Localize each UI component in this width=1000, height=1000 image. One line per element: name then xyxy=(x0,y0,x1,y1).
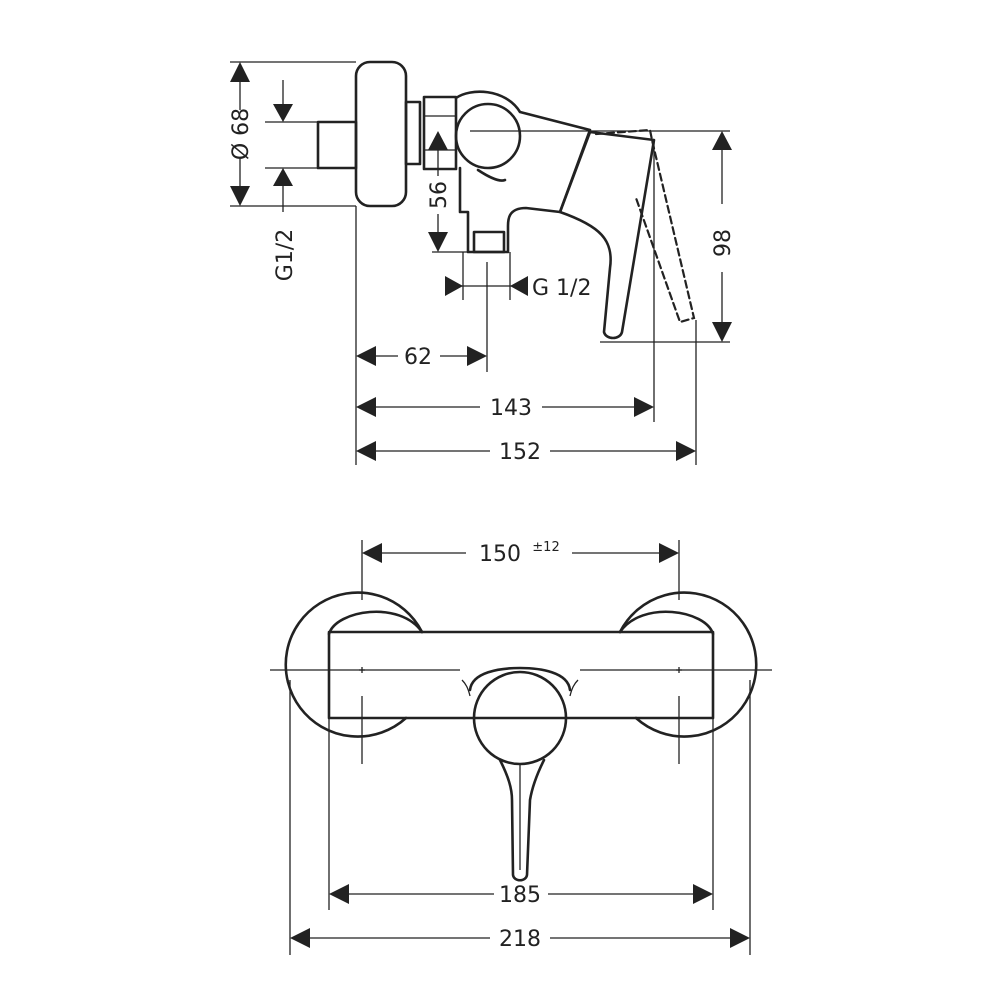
inlet-thread-label: G1/2 xyxy=(273,229,298,281)
centers-150-label: 150 xyxy=(479,542,521,567)
front-view: 150 ±12 185 218 xyxy=(270,540,772,955)
tolerance-label: ±12 xyxy=(532,540,559,555)
width-185-label: 185 xyxy=(499,883,541,908)
inlet-stub xyxy=(316,120,358,170)
height-98-label: 98 xyxy=(711,229,736,257)
lever-alt-position xyxy=(594,128,696,324)
length-62-label: 62 xyxy=(404,345,432,370)
wall-rosette xyxy=(354,60,408,208)
length-143-label: 143 xyxy=(490,396,532,421)
mixer-body xyxy=(454,90,592,254)
right-rosette xyxy=(618,591,758,738)
hex-nut xyxy=(422,95,458,171)
outlet-nut xyxy=(472,230,506,254)
connector-collar xyxy=(404,100,422,166)
outlet-thread-label: G 1/2 xyxy=(532,276,591,301)
front-lever xyxy=(498,758,546,882)
width-218-label: 218 xyxy=(499,927,541,952)
lever-handle xyxy=(558,130,656,340)
length-152-label: 152 xyxy=(499,440,541,465)
cartridge-cap xyxy=(454,102,522,170)
side-view: Ø 68 G1/2 56 G 1/2 98 62 xyxy=(229,60,736,465)
height-56-label: 56 xyxy=(427,181,452,209)
mixer-bar xyxy=(327,630,715,720)
left-rosette xyxy=(284,591,424,738)
diameter-label: Ø 68 xyxy=(229,108,254,160)
